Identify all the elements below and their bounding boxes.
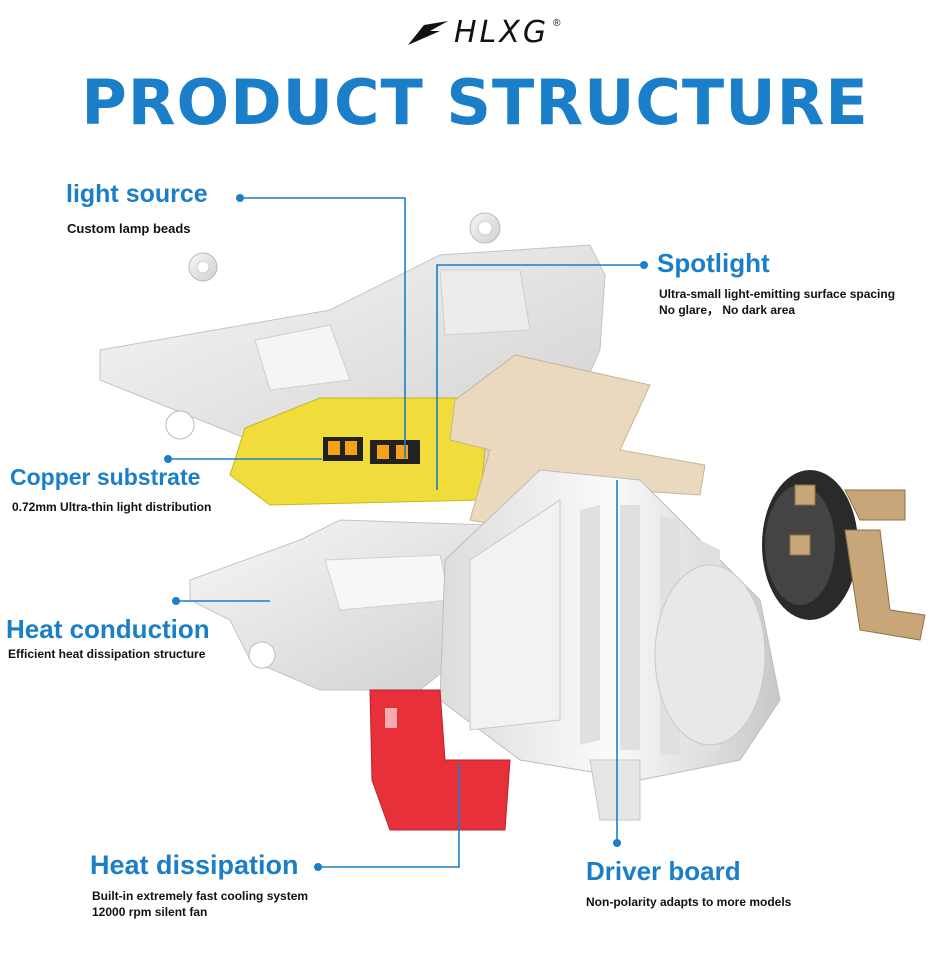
heat-dissipation-desc: Built-in extremely fast cooling system 1… bbox=[92, 888, 308, 920]
heat-conduction-title: Heat conduction bbox=[6, 614, 210, 644]
spotlight-title: Spotlight bbox=[657, 248, 770, 278]
callout-dots bbox=[164, 194, 648, 871]
page-title: PRODUCT STRUCTURE bbox=[81, 66, 869, 139]
heat-dissipation-title: Heat dissipation bbox=[90, 850, 299, 880]
heat-dissipation-desc-line-2: 12000 rpm silent fan bbox=[92, 905, 208, 919]
heat-conduction-desc: Efficient heat dissipation structure bbox=[8, 647, 206, 661]
logo-text: HLXG bbox=[454, 15, 550, 50]
cooling-fan bbox=[369, 689, 511, 831]
spotlight-desc-line-2: No glare， No dark area bbox=[659, 303, 796, 317]
logo-swoosh-icon bbox=[408, 21, 448, 45]
brand-logo: HLXG ® bbox=[406, 16, 560, 50]
spotlight-desc-line-1: Ultra-small light-emitting surface spaci… bbox=[659, 287, 896, 301]
screw-top-left bbox=[188, 252, 218, 282]
lower-housing bbox=[189, 519, 521, 691]
heatsink bbox=[439, 469, 781, 821]
driver-board-desc: Non-polarity adapts to more models bbox=[586, 895, 792, 909]
copper-substrate-title: Copper substrate bbox=[10, 464, 201, 490]
spotlight-desc: Ultra-small light-emitting surface spaci… bbox=[659, 286, 895, 318]
connector-plug bbox=[762, 470, 926, 641]
driver-board-title: Driver board bbox=[586, 856, 741, 886]
light-source-title: light source bbox=[66, 180, 208, 208]
logo-registered-mark: ® bbox=[553, 18, 561, 29]
screw-top-right bbox=[469, 212, 501, 244]
copper-substrate-desc: 0.72mm Ultra-thin light distribution bbox=[12, 500, 212, 514]
heat-dissipation-desc-line-1: Built-in extremely fast cooling system bbox=[92, 889, 309, 903]
callout-leaders bbox=[168, 197, 644, 868]
light-source-desc: Custom lamp beads bbox=[67, 221, 191, 236]
